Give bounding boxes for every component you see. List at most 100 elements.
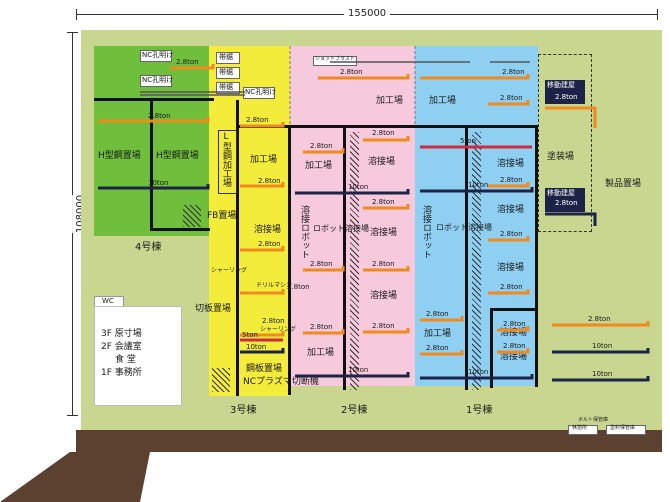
crane-label-outdoor-orange: 2.8ton	[588, 315, 611, 323]
crane-b1-10t-a	[420, 187, 534, 193]
crane-b1-b	[488, 236, 530, 242]
crane-mobile-1	[545, 106, 597, 128]
office-2f-1-label: 2F 会議室	[101, 342, 142, 352]
crane-label-b1-10t-a: 10ton	[468, 181, 489, 189]
crane-b1-g	[497, 348, 530, 354]
crane-b1-c	[488, 289, 530, 295]
b3-processing-label: 加工場	[250, 155, 278, 165]
crane-b4-10t	[98, 184, 210, 190]
mobile-hut-1-box	[545, 80, 585, 104]
b1-robot-welding: ロボット溶接場	[436, 223, 492, 232]
crane-outdoor-orange	[552, 321, 650, 327]
cut-plate-label: 切板置場	[195, 304, 232, 314]
shot-blast-box	[313, 56, 357, 66]
building-3	[209, 46, 290, 396]
crane-label-b3-1: 2.8ton	[246, 116, 269, 124]
b1-welding-1: 溶接場	[497, 159, 525, 169]
crane-b3-5	[240, 331, 285, 337]
mobile-hut-2-label: 移動建屋	[547, 189, 575, 197]
crane-label-b1-a: 2.8ton	[500, 176, 523, 184]
b3-welding-label: 溶接場	[254, 225, 282, 235]
saw-box-3	[216, 82, 240, 94]
crane-label-b4-10t: 10ton	[148, 179, 169, 187]
crane-b2-10t-a	[295, 189, 410, 195]
crane-label-b3-5t: 5ton	[242, 331, 258, 339]
crane-b4-top	[170, 64, 215, 70]
crane-b2-c	[363, 204, 410, 210]
crane-outdoor-navy-1	[552, 348, 650, 354]
office-building	[94, 306, 182, 406]
crane-b2-d	[363, 266, 410, 272]
b2-welding-1: 溶接場	[368, 157, 396, 167]
building-4-label: 4号棟	[135, 242, 162, 253]
product-yard-label: 製品置場	[605, 179, 642, 189]
hatch-b3	[212, 368, 230, 392]
bolt-storage-label: ボルト保管庫	[578, 417, 609, 423]
painting-area-label: 塗装場	[547, 152, 575, 162]
crane-b1-top2	[488, 100, 530, 106]
top-dimension-tick-left	[76, 9, 77, 20]
nc-drill-label-2: NC孔明け	[142, 76, 174, 84]
wall-b2-left	[343, 125, 346, 390]
crane-b1-top	[420, 74, 530, 80]
crane-b2-f	[303, 266, 345, 272]
crane-label-b1-top: 2.8ton	[502, 68, 525, 76]
crane-label-b1-b: 2.8ton	[500, 230, 523, 238]
saw-label-1: 帯鋸	[219, 53, 233, 61]
nc-drill-label-3: NC孔明け	[245, 88, 277, 96]
wall-b2-top	[290, 125, 538, 128]
b2-welding-3: 溶接場	[370, 291, 398, 301]
crane-label-b1-top2: 2.8ton	[500, 94, 523, 102]
b1-welding-2: 溶接場	[497, 205, 525, 215]
crane-b2-a	[303, 148, 345, 154]
crane-label-b3-10t: 10ton	[246, 343, 267, 351]
crane-label-b2-g: 2.8ton	[310, 323, 333, 331]
h-beam-yard-2: H型鋼置場	[156, 151, 199, 161]
saw-label-3: 帯鋸	[219, 83, 233, 91]
nc-drill-box-1	[140, 50, 172, 62]
crane-b3-1	[240, 122, 285, 128]
b2-processing-2: 加工場	[307, 348, 335, 358]
b1-processing-top: 加工場	[429, 96, 457, 106]
nc-drill-label-1: NC孔明け	[142, 51, 174, 59]
building-2-label: 2号棟	[341, 405, 368, 416]
crane-label-mobile-1: 2.8ton	[555, 93, 578, 101]
left-dimension-tick-bottom	[67, 415, 78, 416]
crane-label-b1-g: 2.8ton	[503, 342, 526, 350]
crane-outdoor-navy-2	[552, 376, 650, 382]
crane-label-b3-5: 2.8ton	[262, 317, 285, 325]
saw-box-1	[216, 52, 240, 64]
crane-label-b4-left: 2.8ton	[148, 112, 171, 120]
saw-box-2	[216, 67, 240, 79]
b1-robot-vertical: 溶接ロボット	[421, 205, 431, 259]
fb-yard-label: FB置場	[207, 211, 237, 221]
wall-b4-bottom	[150, 228, 210, 231]
hatch-b2	[350, 132, 359, 390]
wall-b4-mid	[150, 98, 153, 228]
b1-processing-1: 加工場	[424, 329, 452, 339]
product-yard-outline	[538, 54, 592, 232]
crane-label-b1-5t: 5ton	[460, 137, 476, 145]
crane-label-b2-a: 2.8ton	[310, 142, 333, 150]
wall-b4-top	[94, 98, 214, 101]
nc-drill-box-3	[243, 87, 275, 99]
paint-storage-box	[606, 425, 646, 435]
nc-drill-box-2	[140, 75, 172, 87]
crane-b2-e	[363, 328, 410, 334]
rest-room-box	[568, 425, 598, 435]
crane-label-b1-f: 2.8ton	[426, 344, 449, 352]
b2-robot-welding: ロボット溶接場	[313, 224, 369, 233]
building-3-label: 3号棟	[230, 405, 257, 416]
crane-label-b2-b: 2.8ton	[372, 129, 395, 137]
l-angle-label: L型鋼加工場	[221, 132, 231, 187]
crane-label-b2-10t-b: 10ton	[348, 366, 369, 374]
saw-label-2: 帯鋸	[219, 68, 233, 76]
building-1-label: 1号棟	[466, 405, 493, 416]
crane-b3-3	[240, 246, 285, 252]
crane-b2-g	[303, 329, 345, 335]
crane-label-b3-4: 2.8ton	[287, 283, 310, 291]
crane-label-b2-e: 2.8ton	[372, 322, 395, 330]
wall-b3-right	[288, 125, 291, 395]
wall-b3-inner	[236, 100, 239, 396]
b2-processing-1: 加工場	[305, 161, 333, 171]
